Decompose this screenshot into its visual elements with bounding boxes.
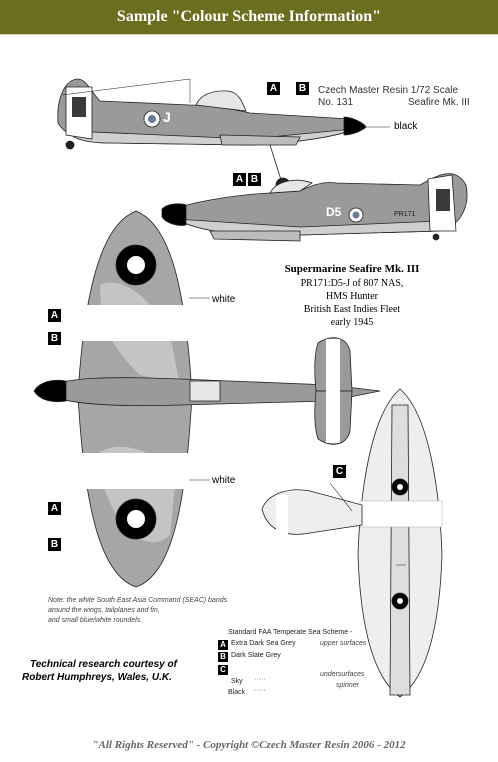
aircraft-drawings bbox=[33, 78, 468, 698]
label-b: B bbox=[248, 173, 261, 186]
callout-white-upper: white bbox=[212, 294, 236, 305]
aircraft-line-4: early 1945 bbox=[330, 317, 374, 328]
plan-view-under bbox=[261, 388, 443, 698]
callout-white-lower: white bbox=[212, 475, 236, 486]
legend-black-dots: ····· bbox=[254, 687, 266, 694]
side-view-lower bbox=[161, 173, 468, 242]
product-line: Czech Master Resin 1/72 Scale bbox=[318, 85, 459, 96]
legend-sky: Sky bbox=[231, 678, 243, 685]
label-a: A bbox=[48, 309, 61, 322]
legend-undersurfaces: undersurfaces bbox=[320, 671, 365, 678]
label-b: B bbox=[48, 538, 61, 551]
product-number: No. 131 bbox=[318, 97, 354, 108]
aircraft-line-1: PR171:D5-J of 807 NAS, bbox=[300, 278, 404, 289]
legend-extra-dark-sea-grey: Extra Dark Sea Grey bbox=[231, 640, 296, 647]
aircraft-line-3: British East Indies Fleet bbox=[303, 304, 401, 315]
fuselage-code-letter: J bbox=[163, 109, 171, 125]
label-b: B bbox=[48, 332, 61, 345]
label-c: C bbox=[333, 465, 346, 478]
aircraft-line-2: HMS Hunter bbox=[326, 291, 378, 302]
note-line-3: and small blue/white roundels. bbox=[48, 617, 143, 624]
legend-black: Black bbox=[228, 689, 246, 696]
label-a: A bbox=[233, 173, 246, 186]
legend-key-b: B bbox=[218, 652, 228, 662]
legend-spinner: spinner bbox=[336, 682, 359, 689]
legend-scheme-title: Standard FAA Temperate Sea Scheme - bbox=[228, 629, 353, 636]
legend-upper-surfaces: upper surfaces bbox=[320, 640, 367, 647]
legend-key-a: A bbox=[218, 640, 228, 650]
fuselage-code-side: D5 bbox=[326, 205, 342, 219]
credits-line-1: Technical research courtesy of bbox=[30, 659, 177, 670]
legend-key-c: C bbox=[218, 665, 228, 675]
serial-number: PR171 bbox=[394, 211, 416, 218]
note-line-2: around the wings, tailplanes and fin, bbox=[48, 607, 160, 614]
page-header: Sample "Colour Scheme Information" bbox=[0, 0, 498, 34]
label-a: A bbox=[267, 82, 280, 95]
aircraft-title: Supermarine Seafire Mk. III bbox=[284, 263, 420, 275]
legend-dark-slate-grey: Dark Slate Grey bbox=[231, 652, 281, 659]
plan-view-upper bbox=[33, 210, 381, 588]
label-b: B bbox=[296, 82, 309, 95]
footer-copyright: "All Rights Reserved" - Copyright ©Czech… bbox=[92, 739, 406, 751]
callout-black: black bbox=[394, 121, 418, 132]
product-model: Seafire Mk. III bbox=[408, 97, 470, 108]
label-a: A bbox=[48, 502, 61, 515]
colour-sheet: Czech Master Resin 1/72 Scale No. 131 Se… bbox=[0, 34, 498, 762]
legend-sky-dots: ····· bbox=[254, 676, 266, 683]
note-line-1: Note: the white South East Asia Command … bbox=[48, 597, 228, 604]
credits-line-2: Robert Humphreys, Wales, U.K. bbox=[22, 672, 172, 683]
